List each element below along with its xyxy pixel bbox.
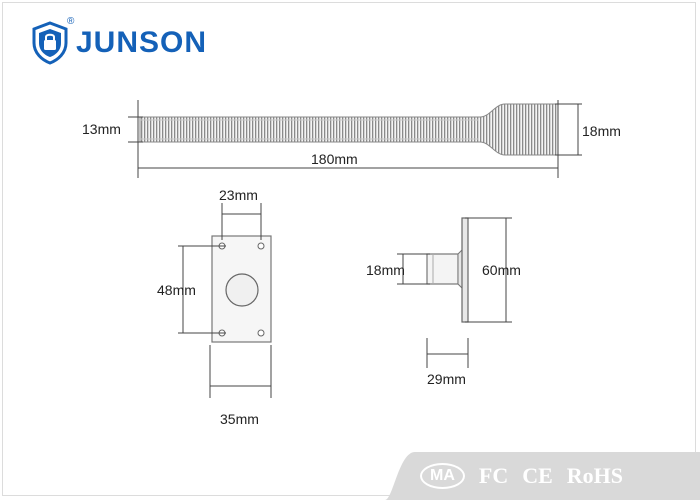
cert-rohs: RoHS [566,463,624,488]
plate-width-label: 35mm [220,411,259,427]
brand-name: JUNSON [76,26,208,59]
plate-hole-spacing-label: 23mm [219,187,258,203]
registered-mark: ® [67,16,75,27]
hose-dimension-lines [128,100,582,178]
side-dimension-lines [397,217,512,368]
mounting-plate [211,235,272,343]
plate-dimension-lines [178,203,272,398]
cert-ma: MA [420,463,465,489]
plate-height-label: 48mm [157,282,196,298]
page-frame [2,2,696,496]
footer-band [385,452,700,500]
cert-fc: FC [478,463,509,488]
side-flange-height-label: 60mm [482,262,521,278]
side-depth-label: 29mm [427,371,466,387]
cert-ce: CE [522,463,553,488]
shield-lock-icon [32,21,68,65]
hose-left-diameter-label: 13mm [82,121,121,137]
hose-right-diameter-label: 18mm [582,123,621,139]
brand-header: ® JUNSON [30,16,208,68]
certification-marks: MA FC CE RoHS [420,458,623,494]
hose-length-label: 180mm [311,151,358,167]
spring-hose [139,103,559,156]
side-tube-diameter-label: 18mm [366,262,405,278]
side-view-part [426,217,469,323]
